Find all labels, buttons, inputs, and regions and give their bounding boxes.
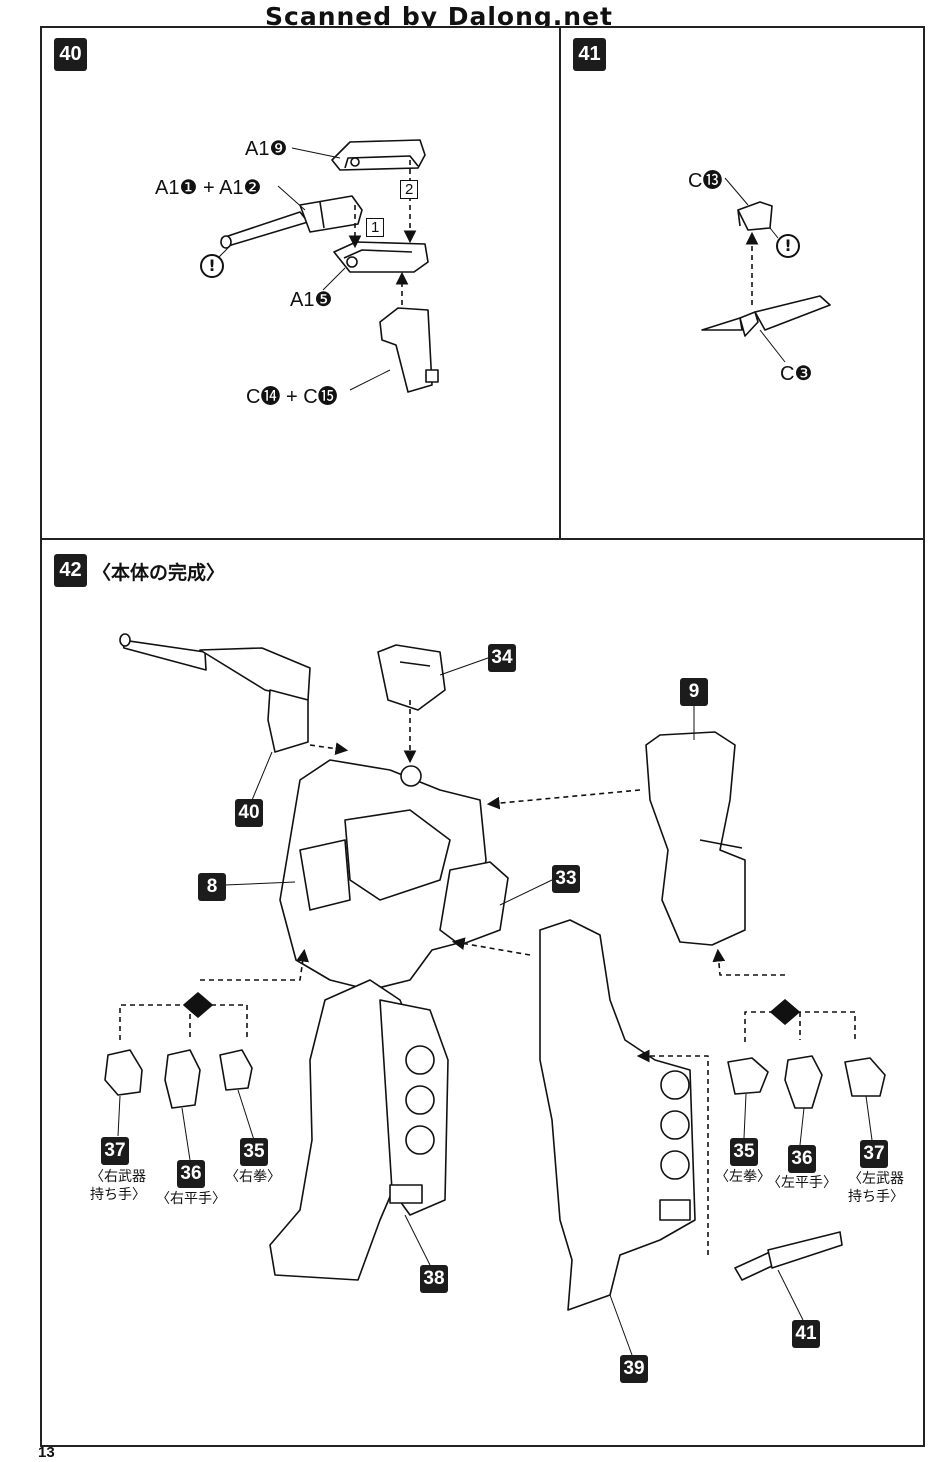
assembled-gun-part	[119, 633, 311, 753]
step-40-badge: 40	[54, 38, 87, 71]
right-hands-group	[104, 1049, 253, 1109]
gun-grip-part	[379, 307, 439, 393]
hand-right-35-number: 35	[240, 1138, 268, 1166]
order-step-1: 1	[366, 218, 385, 237]
leader-lines-41	[724, 177, 786, 363]
label-a1-5: A1❺	[290, 289, 333, 311]
callout-39: 39	[620, 1355, 648, 1383]
step-42-badge: 42	[54, 554, 87, 587]
hand-right-36-caption: 〈右平手〉	[156, 1191, 226, 1207]
body-torso	[279, 759, 487, 991]
step-41-panel: 41	[559, 26, 925, 540]
shoulder-armor-part	[439, 861, 509, 946]
callout-38: 38	[420, 1265, 448, 1293]
label-a1-9: A1❾	[245, 138, 288, 160]
callout-33: 33	[552, 865, 580, 893]
selection-diamond-right	[183, 992, 213, 1018]
combat-knife-part	[701, 295, 831, 337]
callout-9: 9	[680, 678, 708, 706]
assembly-arrows-40	[348, 160, 417, 305]
gun-base-part	[333, 241, 429, 273]
knife-cover-part	[737, 201, 773, 231]
callout-40: 40	[235, 799, 263, 827]
hand-right-35-caption: 〈右拳〉	[225, 1169, 281, 1185]
hand-left-35-caption: 〈左拳〉	[715, 1169, 771, 1185]
hand-left-35-number: 35	[730, 1138, 758, 1166]
gun-barrel-part	[220, 195, 363, 249]
hand-right-37-caption: 〈右武器 持ち手〉	[90, 1169, 146, 1203]
step-40-panel: 40	[40, 26, 561, 540]
right-leg-track	[269, 979, 449, 1281]
callout-41: 41	[792, 1320, 820, 1348]
warning-icon: !	[776, 234, 800, 258]
callout-8: 8	[198, 873, 226, 901]
hand-left-37-number: 37	[860, 1140, 888, 1168]
selection-diamond-left	[770, 999, 800, 1025]
left-arm-part	[645, 731, 746, 946]
hand-right-36-number: 36	[177, 1160, 205, 1188]
hand-selection-lines	[119, 948, 856, 1042]
label-c13: C⓭	[688, 170, 723, 192]
knife-assembled-part	[734, 1231, 843, 1281]
label-c14-plus-c15: C⓮ + C⓯	[246, 386, 338, 408]
step-42-title: 〈本体の完成〉	[92, 562, 226, 584]
hand-left-36-number: 36	[788, 1145, 816, 1173]
warning-icon-glyph: !	[784, 236, 792, 255]
callout-34: 34	[488, 644, 516, 672]
hand-left-37-caption: 〈左武器 持ち手〉	[848, 1171, 904, 1205]
label-c3: C❸	[780, 363, 813, 385]
assembly-arrows-42	[309, 700, 709, 1255]
left-leg-track	[539, 919, 696, 1311]
label-a1-1-plus-a1-2: A1❶ + A1❷	[155, 177, 262, 199]
step-41-badge: 41	[573, 38, 606, 71]
hand-left-36-caption: 〈左平手〉	[767, 1175, 837, 1191]
warning-icon: !	[200, 254, 224, 278]
left-hands-group	[727, 1055, 886, 1109]
hand-right-37-number: 37	[101, 1137, 129, 1165]
page-number: 13	[38, 1444, 55, 1461]
order-step-2: 2	[400, 180, 419, 199]
step-42-panel: 42 〈本体の完成〉	[40, 538, 925, 1447]
head-part	[377, 644, 446, 711]
warning-icon-glyph: !	[208, 256, 216, 275]
gun-top-cover-part	[331, 139, 426, 171]
leader-lines-42	[117, 657, 873, 1356]
